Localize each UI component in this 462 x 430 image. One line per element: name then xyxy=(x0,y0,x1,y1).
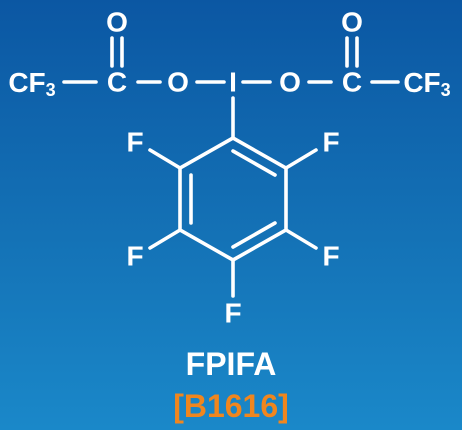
atom-fluorine-lower-left: F xyxy=(126,241,143,272)
ring-double-bond-2 xyxy=(231,221,277,249)
atom-carbon-left: C xyxy=(107,67,127,98)
atom-iodine: I xyxy=(229,67,237,98)
catalog-number: [B1616] xyxy=(173,388,289,424)
atom-oxygen-carbonyl-right: O xyxy=(341,7,363,38)
atom-fluorine-bottom: F xyxy=(224,298,241,329)
compound-name: FPIFA xyxy=(185,346,277,382)
bond-ring-f-upper-right xyxy=(284,148,318,170)
ring-double-bond-1 xyxy=(231,149,277,177)
atom-carbon-right: C xyxy=(342,67,362,98)
bond-ring-f-lower-right xyxy=(284,228,318,250)
bond-ring-f-lower-left xyxy=(148,228,182,250)
atom-oxygen-carbonyl-left: O xyxy=(106,7,128,38)
atom-fluorine-lower-right: F xyxy=(322,241,339,272)
atom-fluorine-upper-left: F xyxy=(126,127,143,158)
atom-fluorine-upper-right: F xyxy=(322,127,339,158)
atom-cf3-left: CF3 xyxy=(8,67,55,101)
bond-ring-f-upper-left xyxy=(148,148,182,170)
atom-cf3-right: CF3 xyxy=(403,67,450,101)
benzene-ring xyxy=(178,135,288,263)
atom-oxygen-right: O xyxy=(279,67,301,98)
atom-oxygen-left: O xyxy=(167,67,189,98)
